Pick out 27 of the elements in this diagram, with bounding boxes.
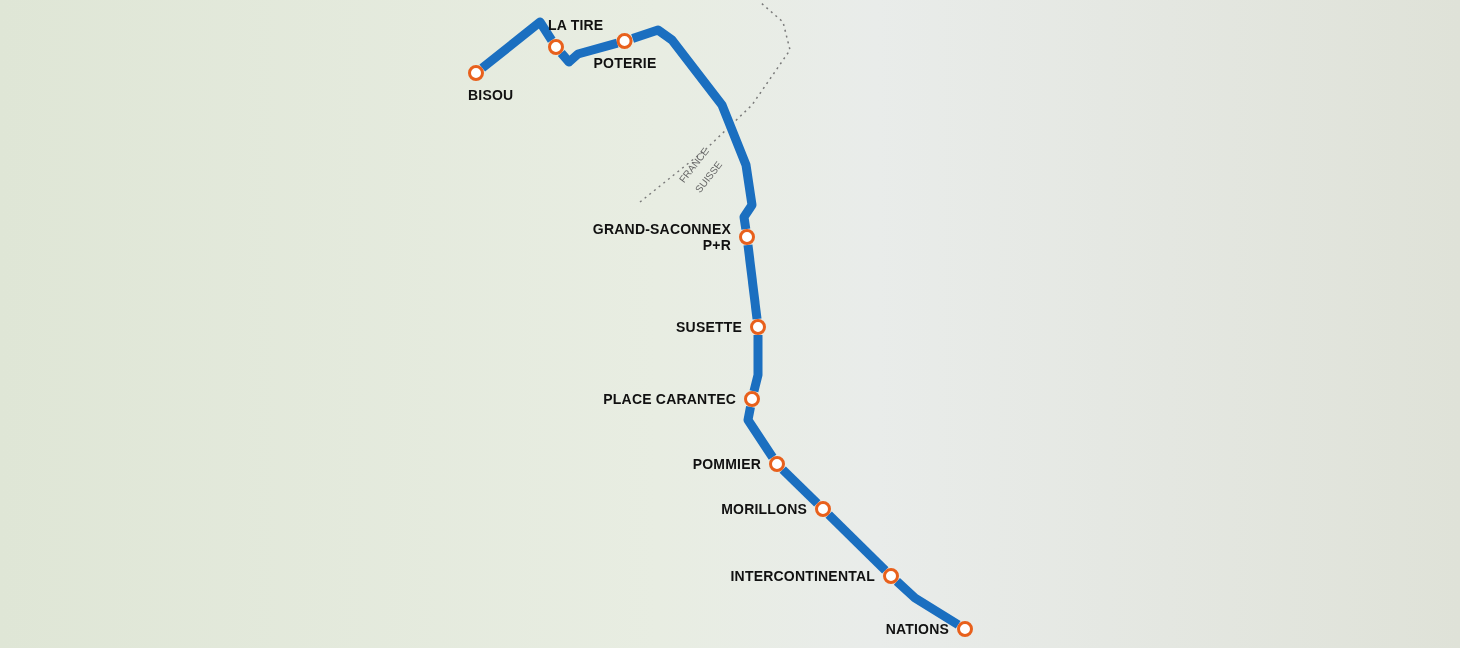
tram-line	[825, 511, 889, 574]
station-marker	[692, 456, 785, 472]
tram-line	[631, 25, 757, 230]
station-name: NATIONS	[885, 621, 949, 637]
station-marker	[468, 65, 514, 103]
station-marker	[721, 501, 831, 517]
station-name: MORILLONS	[721, 501, 807, 517]
tram-line	[743, 406, 777, 460]
station-name: GRAND-SACONNEX P+R	[591, 221, 731, 253]
station-name: PLACE CARANTEC	[603, 391, 736, 407]
station-name: LA TIRE	[548, 17, 604, 33]
tram-line	[749, 335, 763, 393]
station-name: BISOU	[468, 87, 514, 103]
station-marker	[603, 391, 760, 407]
station-name: POTERIE	[593, 55, 657, 71]
tram-line	[779, 466, 821, 507]
station-name: SUSETTE	[676, 319, 742, 335]
tram-line	[557, 38, 619, 67]
station-marker	[885, 621, 973, 637]
tram-line	[743, 244, 762, 320]
station-marker	[676, 319, 766, 335]
tram-line	[479, 17, 556, 72]
tram-line	[893, 578, 961, 629]
station-marker	[593, 33, 657, 71]
station-name: POMMIER	[692, 456, 761, 472]
station-name: INTERCONTINENTAL	[730, 568, 875, 584]
station-marker	[548, 17, 604, 55]
